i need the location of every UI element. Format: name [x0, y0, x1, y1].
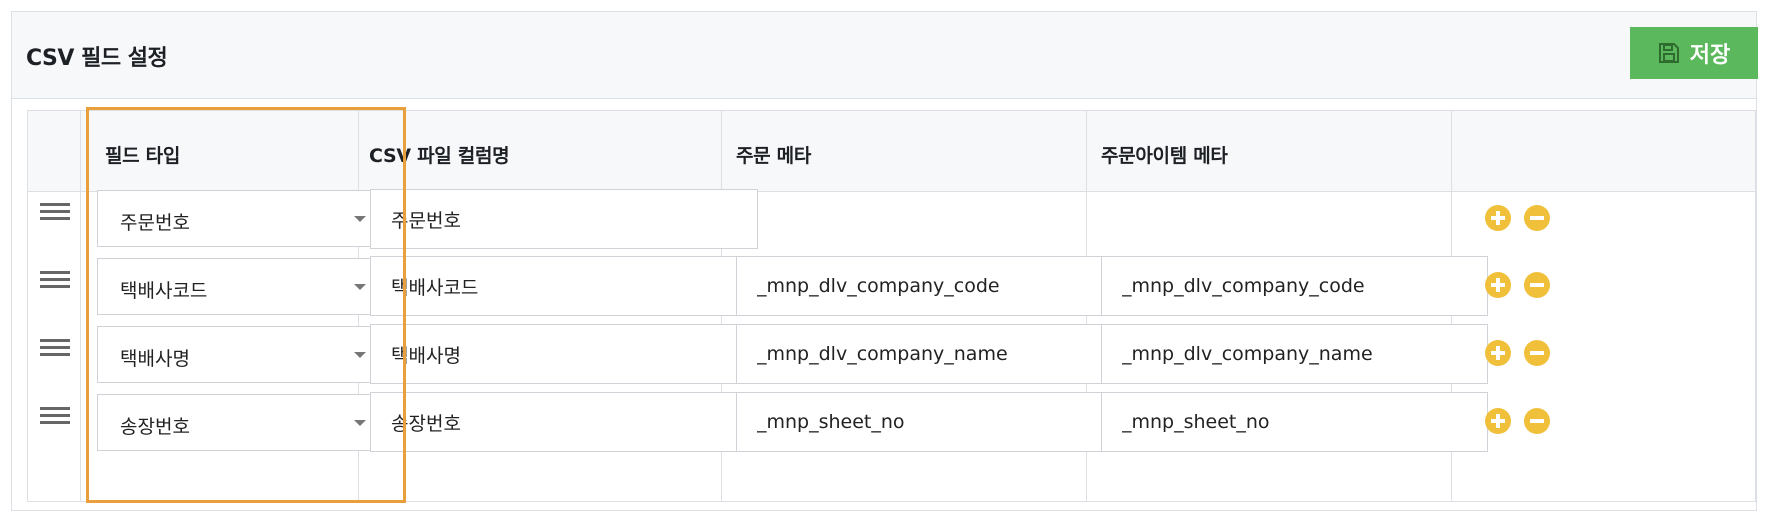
order-item-meta-input[interactable]	[1101, 324, 1488, 384]
chevron-down-icon	[354, 352, 366, 358]
chevron-down-icon	[354, 216, 366, 222]
field-type-value: 택배사명	[120, 348, 190, 370]
save-button[interactable]: 저장	[1630, 27, 1758, 79]
column-divider	[80, 111, 81, 501]
drag-handle-icon[interactable]	[40, 271, 70, 295]
panel-title: CSV 필드 설정	[26, 46, 168, 71]
add-row-button[interactable]	[1485, 205, 1511, 231]
csv-column-input[interactable]	[370, 392, 758, 452]
field-type-select[interactable]: 주문번호	[97, 190, 385, 247]
csv-field-settings-panel: CSV 필드 설정 저장 필드 타입 CSV 파일 컬럼명 주문 메타 주문아이…	[11, 11, 1758, 511]
remove-row-button[interactable]	[1524, 340, 1550, 366]
remove-row-button[interactable]	[1524, 408, 1550, 434]
save-button-label: 저장	[1689, 43, 1731, 68]
drag-handle-icon[interactable]	[40, 339, 70, 363]
chevron-down-icon	[354, 284, 366, 290]
field-type-select[interactable]: 택배사코드	[97, 258, 385, 315]
field-type-value: 택배사코드	[120, 280, 208, 302]
remove-row-button[interactable]	[1524, 272, 1550, 298]
field-type-value: 송장번호	[120, 416, 190, 438]
drag-handle-icon[interactable]	[40, 203, 70, 227]
csv-column-input[interactable]	[370, 189, 758, 249]
add-row-button[interactable]	[1485, 340, 1511, 366]
order-item-meta-input[interactable]	[1101, 392, 1488, 452]
table-header-row	[28, 111, 1755, 192]
field-type-select[interactable]: 송장번호	[97, 394, 385, 451]
order-meta-input[interactable]	[736, 324, 1123, 384]
order-meta-input[interactable]	[736, 392, 1123, 452]
header-csv-column: CSV 파일 컬럼명	[369, 145, 510, 167]
header-order-item-meta: 주문아이템 메타	[1101, 145, 1228, 167]
header-order-meta: 주문 메타	[736, 145, 812, 167]
chevron-down-icon	[354, 420, 366, 426]
panel-header: CSV 필드 설정 저장	[12, 12, 1758, 99]
csv-column-input[interactable]	[370, 256, 758, 316]
csv-field-table: 필드 타입 CSV 파일 컬럼명 주문 메타 주문아이템 메타 주문번호 택배사…	[27, 110, 1756, 502]
floppy-disk-icon	[1658, 43, 1679, 63]
order-meta-input[interactable]	[736, 256, 1123, 316]
add-row-button[interactable]	[1485, 272, 1511, 298]
remove-row-button[interactable]	[1524, 205, 1550, 231]
drag-handle-icon[interactable]	[40, 407, 70, 431]
order-item-meta-input[interactable]	[1101, 256, 1488, 316]
add-row-button[interactable]	[1485, 408, 1511, 434]
field-type-value: 주문번호	[120, 212, 190, 234]
field-type-select[interactable]: 택배사명	[97, 326, 385, 383]
csv-column-input[interactable]	[370, 324, 758, 384]
header-field-type: 필드 타입	[105, 145, 181, 167]
